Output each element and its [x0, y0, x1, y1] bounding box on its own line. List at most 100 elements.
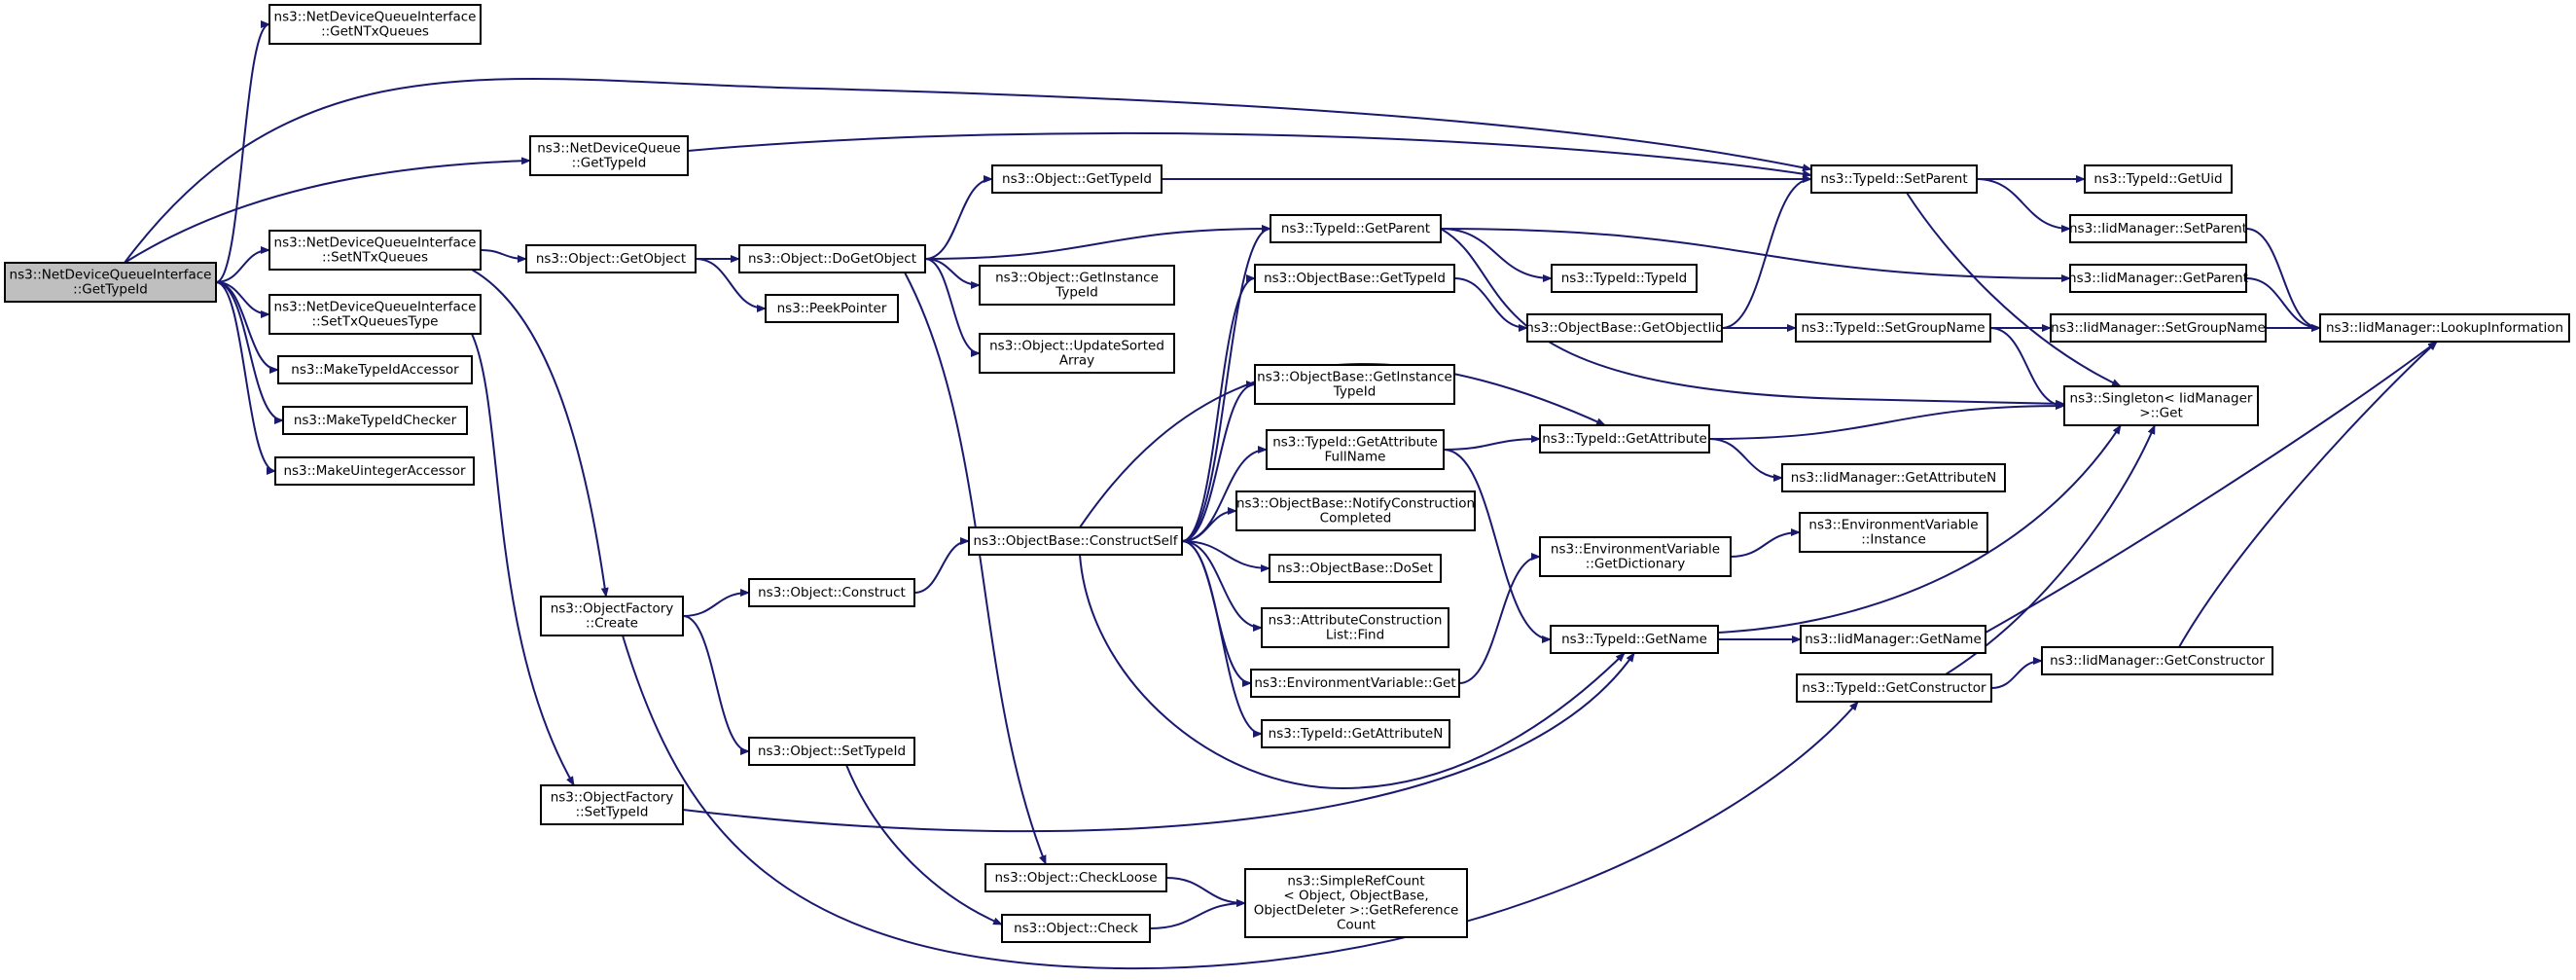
node-label[interactable]: ns3::IidManager::GetName — [1805, 632, 1982, 647]
node-tid-getattrn[interactable]: ns3::TypeId::GetAttributeN — [1261, 719, 1450, 748]
node-box[interactable] — [1551, 264, 1698, 293]
node-label[interactable]: ns3::Object::CheckLoose — [994, 870, 1157, 886]
node-label[interactable]: ns3::NetDeviceQueueInterface — [274, 300, 477, 315]
node-box[interactable] — [2069, 264, 2247, 293]
node-simplerefcount[interactable]: ns3::SimpleRefCount< Object, ObjectBase,… — [1244, 868, 1468, 938]
node-label[interactable]: FullName — [1325, 450, 1386, 465]
node-box[interactable] — [540, 596, 684, 636]
node-label[interactable]: ::GetTypeId — [73, 282, 148, 298]
node-label[interactable]: ns3::ObjectFactory — [551, 601, 674, 617]
node-label[interactable]: ns3::TypeId::GetParent — [1281, 221, 1430, 236]
node-label[interactable]: ns3::Singleton< IidManager — [2070, 391, 2253, 407]
node-mk-tidacc[interactable]: ns3::MakeTypeIdAccessor — [277, 355, 473, 384]
node-box[interactable] — [1539, 424, 1710, 454]
node-box[interactable] — [1001, 914, 1151, 943]
node-iid-getctor[interactable]: ns3::IidManager::GetConstructor — [2041, 646, 2273, 675]
node-box[interactable] — [979, 265, 1175, 306]
node-box[interactable] — [1796, 673, 1992, 703]
node-iid-getname[interactable]: ns3::IidManager::GetName — [1800, 625, 1986, 654]
node-box[interactable] — [529, 135, 689, 176]
node-label[interactable]: ns3::NetDeviceQueue — [537, 141, 681, 157]
node-ndq-gettid[interactable]: ns3::NetDeviceQueue::GetTypeId — [529, 135, 689, 176]
node-label[interactable]: ns3::EnvironmentVariable — [1808, 518, 1978, 533]
node-box[interactable] — [2041, 646, 2273, 675]
node-label[interactable]: >::Get — [2139, 406, 2182, 421]
node-box[interactable] — [1270, 214, 1442, 243]
node-label[interactable]: ns3::MakeUintegerAccessor — [283, 463, 466, 479]
node-label[interactable]: ns3::TypeId::GetAttributeN — [1269, 726, 1444, 742]
node-box[interactable] — [1254, 264, 1455, 293]
node-obj-getobj[interactable]: ns3::Object::GetObject — [525, 244, 697, 273]
node-ob-doset[interactable]: ns3::ObjectBase::DoSet — [1269, 554, 1442, 583]
node-box[interactable] — [268, 294, 482, 335]
node-iid-setgroup[interactable]: ns3::IidManager::SetGroupName — [2050, 313, 2267, 343]
node-box[interactable] — [540, 784, 684, 825]
node-ob-constructself[interactable]: ns3::ObjectBase::ConstructSelf — [968, 526, 1183, 556]
node-box[interactable] — [2084, 164, 2233, 194]
node-tid-typeid[interactable]: ns3::TypeId::TypeId — [1551, 264, 1698, 293]
node-singleton-get[interactable]: ns3::Singleton< IidManager >::Get — [2063, 385, 2259, 426]
node-obj-checkloose[interactable]: ns3::Object::CheckLoose — [984, 863, 1167, 892]
node-label[interactable]: ns3::TypeId::TypeId — [1561, 271, 1688, 286]
node-label[interactable]: ::GetNTxQueues — [321, 24, 429, 40]
node-box[interactable] — [1539, 536, 1732, 577]
node-iid-getparent[interactable]: ns3::IidManager::GetParent — [2068, 264, 2248, 293]
node-label[interactable]: ns3::IidManager::SetGroupName — [2051, 320, 2266, 336]
node-mk-tidchk[interactable]: ns3::MakeTypeIdChecker — [282, 406, 468, 435]
node-label[interactable]: ns3::ObjectBase::NotifyConstruction — [1236, 496, 1475, 512]
node-label[interactable]: ::Instance — [1861, 532, 1926, 548]
node-label[interactable]: ::SetTxQueuesType — [312, 314, 439, 330]
node-box[interactable] — [1800, 625, 1986, 654]
node-peekptr[interactable]: ns3::PeekPointer — [765, 294, 899, 323]
node-box[interactable] — [1250, 669, 1460, 698]
node-label[interactable]: List::Find — [1326, 628, 1384, 643]
node-box[interactable] — [979, 333, 1175, 374]
node-box[interactable] — [1254, 364, 1455, 405]
node-box[interactable] — [268, 230, 482, 271]
node-label[interactable]: ns3::NetDeviceQueueInterface — [10, 268, 212, 283]
node-env-instance[interactable]: ns3::EnvironmentVariable::Instance — [1799, 512, 1988, 553]
node-label[interactable]: ::SetTypeId — [576, 805, 649, 820]
node-env-getdict[interactable]: ns3::EnvironmentVariable::GetDictionary — [1539, 536, 1732, 577]
node-label[interactable]: Count — [1337, 918, 1376, 933]
node-label[interactable]: TypeId — [1055, 285, 1098, 301]
node-label[interactable]: ns3::MakeTypeIdChecker — [294, 413, 457, 428]
node-box[interactable] — [1781, 463, 2006, 492]
node-label[interactable]: ns3::IidManager::GetParent — [2068, 271, 2248, 286]
node-label[interactable]: ns3::TypeId::GetUid — [2093, 171, 2222, 187]
node-box[interactable] — [2069, 214, 2247, 243]
node-settxqt[interactable]: ns3::NetDeviceQueueInterface::SetTxQueue… — [268, 294, 482, 335]
node-box[interactable] — [991, 164, 1163, 194]
node-label[interactable]: ::GetTypeId — [572, 156, 647, 171]
node-label[interactable]: ns3::NetDeviceQueueInterface — [274, 236, 477, 251]
node-box[interactable] — [282, 406, 468, 435]
node-label[interactable]: ns3::IidManager::GetConstructor — [2050, 653, 2265, 669]
node-root[interactable]: ns3::NetDeviceQueueInterface::GetTypeId — [4, 262, 217, 303]
node-box[interactable] — [765, 294, 899, 323]
node-box[interactable] — [1269, 554, 1442, 583]
node-obj-settid[interactable]: ns3::Object::SetTypeId — [748, 737, 915, 766]
node-label[interactable]: ns3::TypeId::GetAttribute — [1542, 431, 1707, 447]
node-box[interactable] — [748, 578, 915, 607]
node-label[interactable]: ns3::Object::GetObject — [536, 251, 686, 267]
node-label[interactable]: ns3::SimpleRefCount — [1287, 874, 1424, 889]
node-label[interactable]: ns3::ObjectBase::GetObjectIid — [1525, 320, 1724, 336]
node-box[interactable] — [968, 526, 1183, 556]
node-box[interactable] — [1550, 625, 1719, 654]
node-box[interactable] — [1799, 512, 1988, 553]
node-label[interactable]: ns3::EnvironmentVariable::Get — [1254, 675, 1455, 691]
node-label[interactable]: TypeId — [1333, 384, 1377, 400]
node-label[interactable]: ns3::Object::UpdateSorted — [989, 339, 1164, 354]
node-mk-uintacc[interactable]: ns3::MakeUintegerAccessor — [274, 456, 475, 486]
node-label[interactable]: ns3::EnvironmentVariable — [1551, 542, 1720, 558]
node-obj-check[interactable]: ns3::Object::Check — [1001, 914, 1151, 943]
node-box[interactable] — [1235, 490, 1476, 531]
node-box[interactable] — [738, 244, 926, 273]
node-label[interactable]: ns3::Object::SetTypeId — [758, 744, 906, 759]
node-tid-getattr[interactable]: ns3::TypeId::GetAttribute — [1539, 424, 1710, 454]
